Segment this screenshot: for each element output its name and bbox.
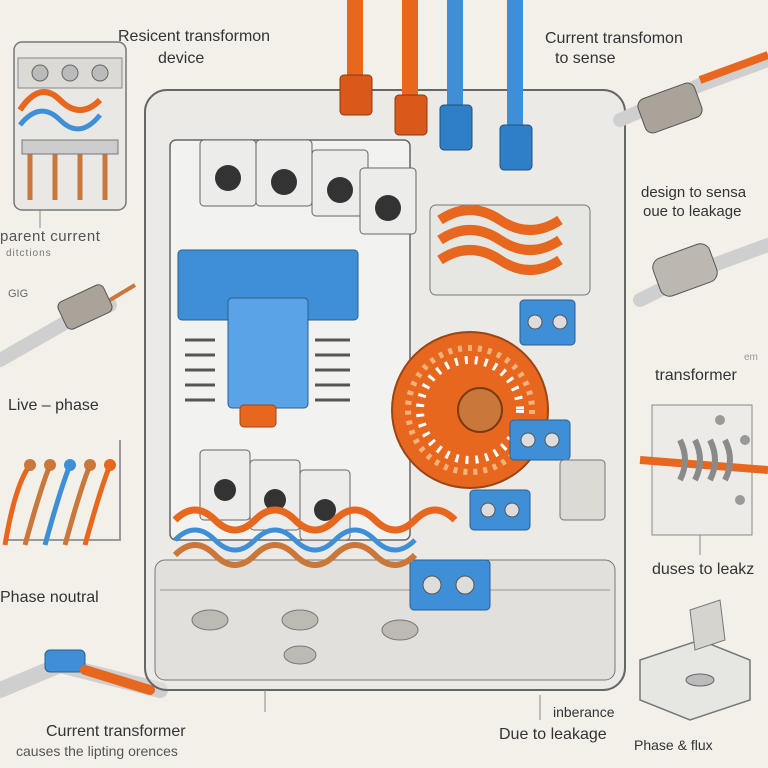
label-parent-current: parent current	[0, 228, 101, 245]
right-coil-panel	[639, 404, 768, 536]
left-phase-wires	[2, 440, 121, 546]
bottom-coil-wiring	[172, 506, 458, 568]
label-due-to-leakage-right: oue to leakage	[643, 203, 742, 220]
incoming-wires	[339, 0, 533, 171]
upper-coil	[429, 204, 591, 346]
label-current-transformer: Current transfomon	[545, 30, 683, 47]
label-gig: GIG	[8, 288, 29, 300]
right-bracket	[639, 599, 751, 721]
leader-lines	[264, 535, 701, 720]
label-duses-to-leak: duses to leakz	[652, 561, 755, 578]
label-live-phase: Live – phase	[8, 397, 99, 414]
label-phase-flux: Phase & flux	[634, 737, 713, 753]
label-device: device	[158, 50, 205, 67]
label-ditctions: ditctions	[6, 248, 52, 259]
right-cable-top	[613, 51, 768, 134]
label-to-sense: to sense	[555, 50, 616, 67]
top-left-terminal-module	[13, 41, 127, 211]
label-transformer: transformer	[655, 367, 737, 384]
left-cable	[0, 283, 137, 367]
right-cable-mid	[633, 238, 768, 307]
right-terminals	[409, 419, 606, 611]
label-inberance: inberance	[553, 704, 615, 720]
label-causes: causes the lipting orences	[16, 743, 178, 759]
label-due-to-leakage: Due to leakage	[499, 726, 607, 743]
toroid-transformer	[391, 331, 549, 489]
label-current-transformer-bottom: Current transformer	[46, 723, 186, 740]
label-em: em	[744, 352, 758, 363]
breaker-module	[169, 139, 417, 541]
label-phase-neutral: Phase noutral	[0, 589, 99, 606]
label-resident-transformer: Resicent transformon	[118, 28, 271, 45]
bottom-left-cable	[0, 649, 168, 698]
label-design-to-sense: design to sensa	[641, 184, 747, 201]
